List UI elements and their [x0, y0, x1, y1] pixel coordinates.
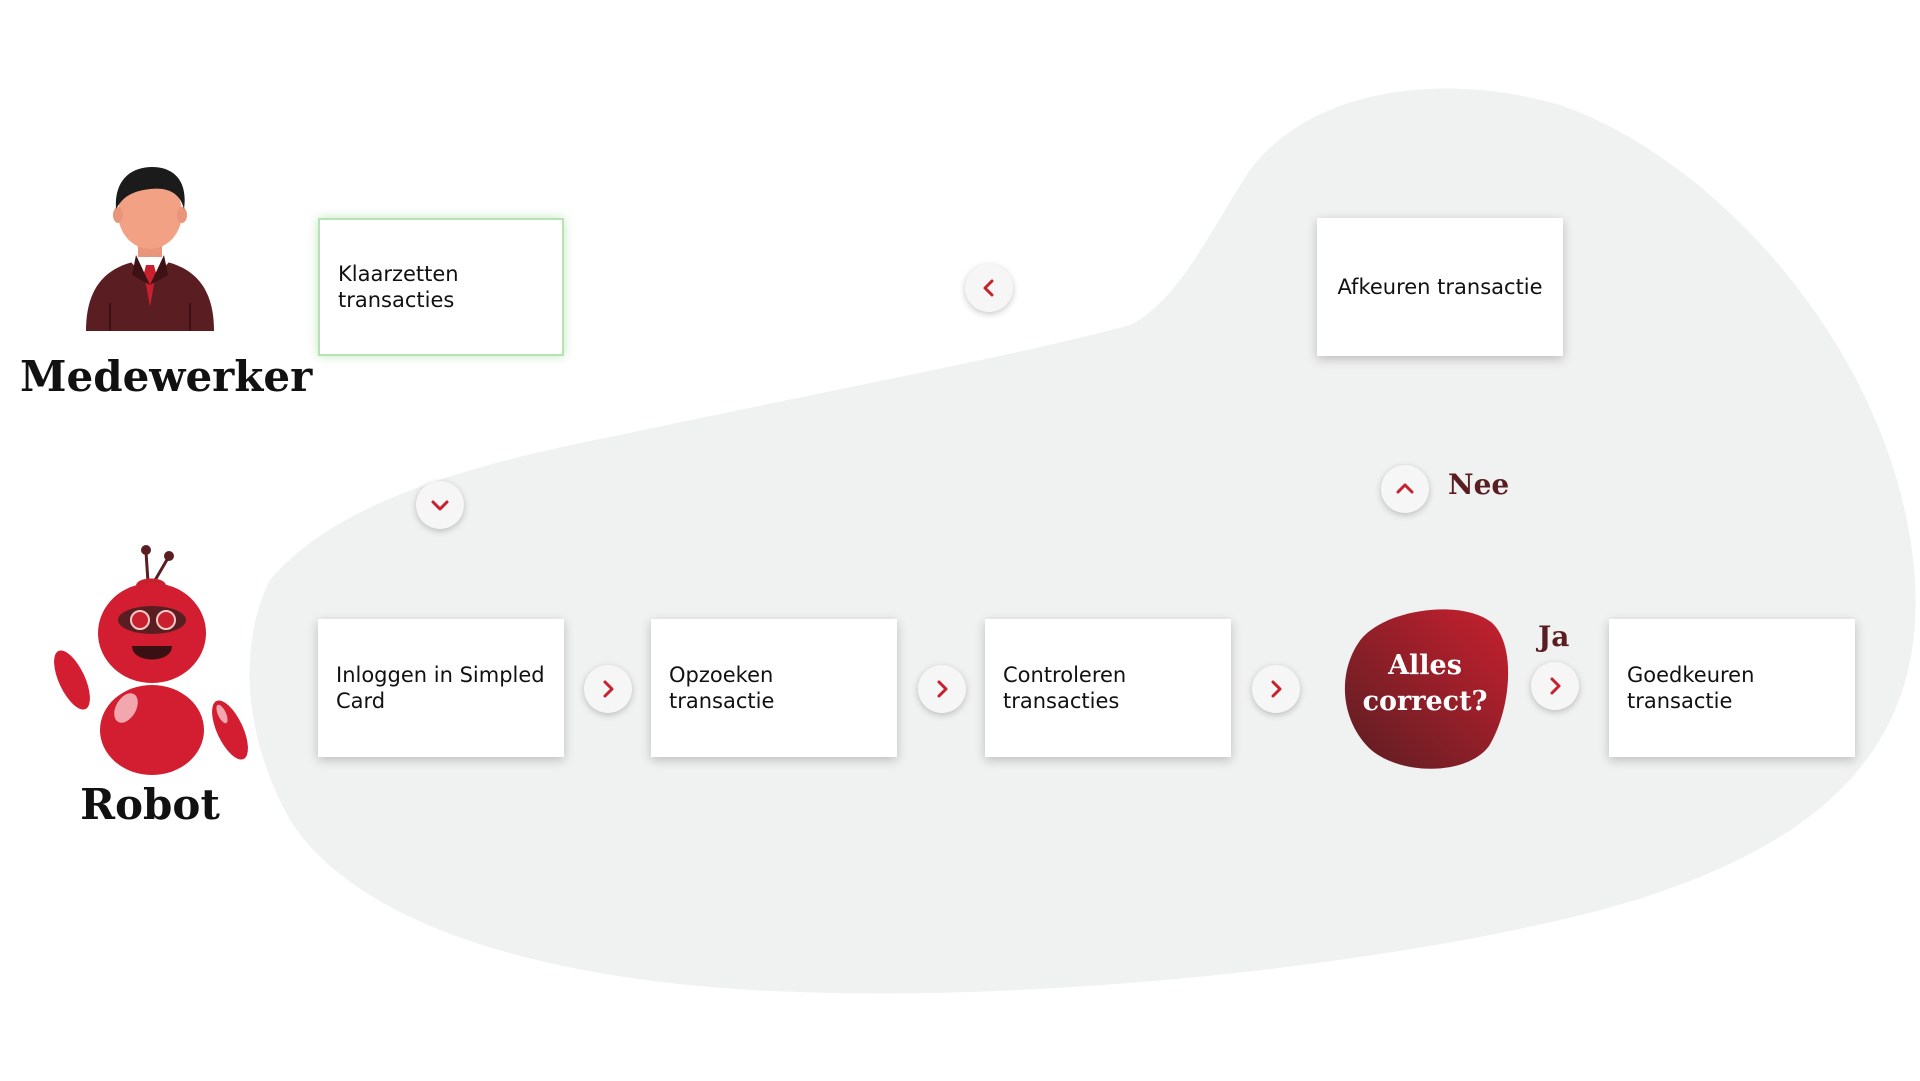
step-opzoeken[interactable]: Opzoeken transactie: [651, 619, 897, 757]
lane-label-robot: Robot: [80, 780, 220, 829]
step-goedkeuren-label: Goedkeuren transactie: [1627, 663, 1755, 713]
step-controleren-label: Controleren transacties: [1003, 663, 1127, 713]
branch-label-no: Nee: [1448, 468, 1510, 501]
step-klaarzetten-label: Klaarzetten transacties: [338, 262, 459, 312]
decision-label: Alles correct?: [1339, 648, 1511, 720]
decision-line-1: Alles: [1388, 650, 1462, 681]
step-inloggen[interactable]: Inloggen in Simpled Card: [318, 619, 564, 757]
chevron-left-icon[interactable]: [965, 264, 1013, 312]
decision-line-2: correct?: [1362, 686, 1488, 717]
chevron-right-icon[interactable]: [918, 665, 966, 713]
chevron-up-icon[interactable]: [1381, 465, 1429, 513]
chevron-right-icon[interactable]: [584, 665, 632, 713]
robot-avatar-icon: [54, 545, 248, 775]
step-afkeuren-label: Afkeuren transactie: [1337, 275, 1543, 299]
chevron-right-icon[interactable]: [1252, 665, 1300, 713]
step-afkeuren[interactable]: Afkeuren transactie: [1317, 218, 1563, 356]
step-klaarzetten[interactable]: Klaarzetten transacties: [318, 218, 564, 356]
decision-shape: [1344, 609, 1509, 769]
lane-label-employee: Medewerker: [20, 352, 313, 401]
chevron-right-icon[interactable]: [1531, 662, 1579, 710]
branch-label-yes: Ja: [1538, 620, 1570, 653]
chevron-down-icon[interactable]: [416, 481, 464, 529]
step-inloggen-label: Inloggen in Simpled Card: [336, 663, 545, 713]
step-controleren[interactable]: Controleren transacties: [985, 619, 1231, 757]
step-goedkeuren[interactable]: Goedkeuren transactie: [1609, 619, 1855, 757]
step-opzoeken-label: Opzoeken transactie: [669, 663, 775, 713]
employee-avatar-icon: [86, 167, 214, 331]
